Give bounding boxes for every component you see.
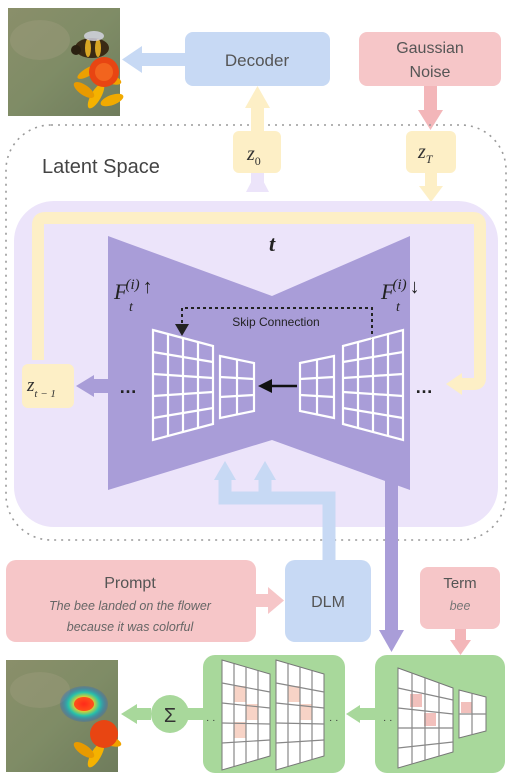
sum-node (151, 695, 189, 733)
arrow-zT-down (419, 173, 443, 202)
bee (71, 31, 109, 58)
decoder-box (185, 32, 330, 86)
denoise-loop-arrow (32, 212, 486, 395)
unet-layer-left-large (151, 328, 215, 442)
feature-down-label: F(i)↓ (380, 276, 420, 304)
term-box (420, 567, 500, 629)
arrow-decoder-to-image (122, 46, 185, 73)
feature-up-label: F(i)↑ (113, 276, 153, 304)
arrow-aggregation-to-sum (186, 708, 203, 720)
zT-label: zT (417, 141, 434, 166)
extraction-feature-grid: · · (383, 667, 487, 769)
noise-label-line1: Gaussian (396, 40, 464, 57)
feature-down-sub: t (396, 300, 401, 315)
extraction-ellipsis: · · (383, 715, 392, 726)
term-title: Term (443, 575, 476, 592)
arrow-unet-to-z0 (246, 170, 269, 192)
zt1-label: zt − 1 (26, 375, 56, 400)
aggregation-ellipsis-right: · · (329, 715, 338, 726)
aggregation-ellipsis-left: · · (206, 715, 215, 726)
term-value: bee (450, 599, 471, 613)
gaussian-noise-box (359, 32, 501, 86)
prompt-text-line1: The bee landed on the flower (49, 599, 212, 613)
prompt-text-line2: because it was colorful (67, 620, 195, 634)
ellipsis-right: … (415, 377, 433, 397)
arrow-features-to-extraction (379, 440, 404, 652)
decoder-label: Decoder (225, 51, 290, 70)
latent-space-title: Latent Space (42, 156, 160, 178)
feature-up-sub: t (129, 300, 134, 315)
unet-layer-right-large (341, 328, 405, 442)
noise-label-line2: Noise (410, 64, 451, 81)
dlm-label: DLM (311, 594, 345, 611)
prompt-box (6, 560, 256, 642)
skip-connection-label: Skip Connection (232, 315, 319, 329)
zt1-box (22, 364, 74, 408)
arrow-sum-to-heatmap (121, 704, 151, 724)
unet-layer-left-small (218, 354, 256, 420)
prompt-title: Prompt (104, 575, 156, 592)
bottleneck-arrow (258, 379, 297, 393)
timestep-label: t (269, 231, 276, 256)
dlm-box (285, 560, 371, 642)
ellipsis-left: … (119, 377, 137, 397)
skip-connection-arrow (175, 307, 373, 340)
zT-box (406, 131, 456, 173)
heatmap-image (6, 660, 122, 772)
unet-layer-right-small (298, 354, 336, 420)
sum-symbol: Σ (164, 705, 176, 727)
z0-box (233, 131, 281, 173)
arrow-term-to-extraction (450, 629, 471, 655)
output-image-bee-flower (8, 8, 124, 116)
arrow-noise-to-zT (418, 86, 443, 130)
arrow-unet-to-zt1 (76, 375, 114, 397)
arrow-extraction-to-aggregation (346, 705, 375, 723)
z0-label: z0 (246, 143, 261, 168)
arrow-prompt-to-dlm (256, 587, 284, 614)
arrow-z0-to-decoder (245, 86, 270, 134)
aggregation-feature-grids: · · · · (206, 659, 338, 771)
arrow-dlm-to-unet (214, 461, 336, 560)
